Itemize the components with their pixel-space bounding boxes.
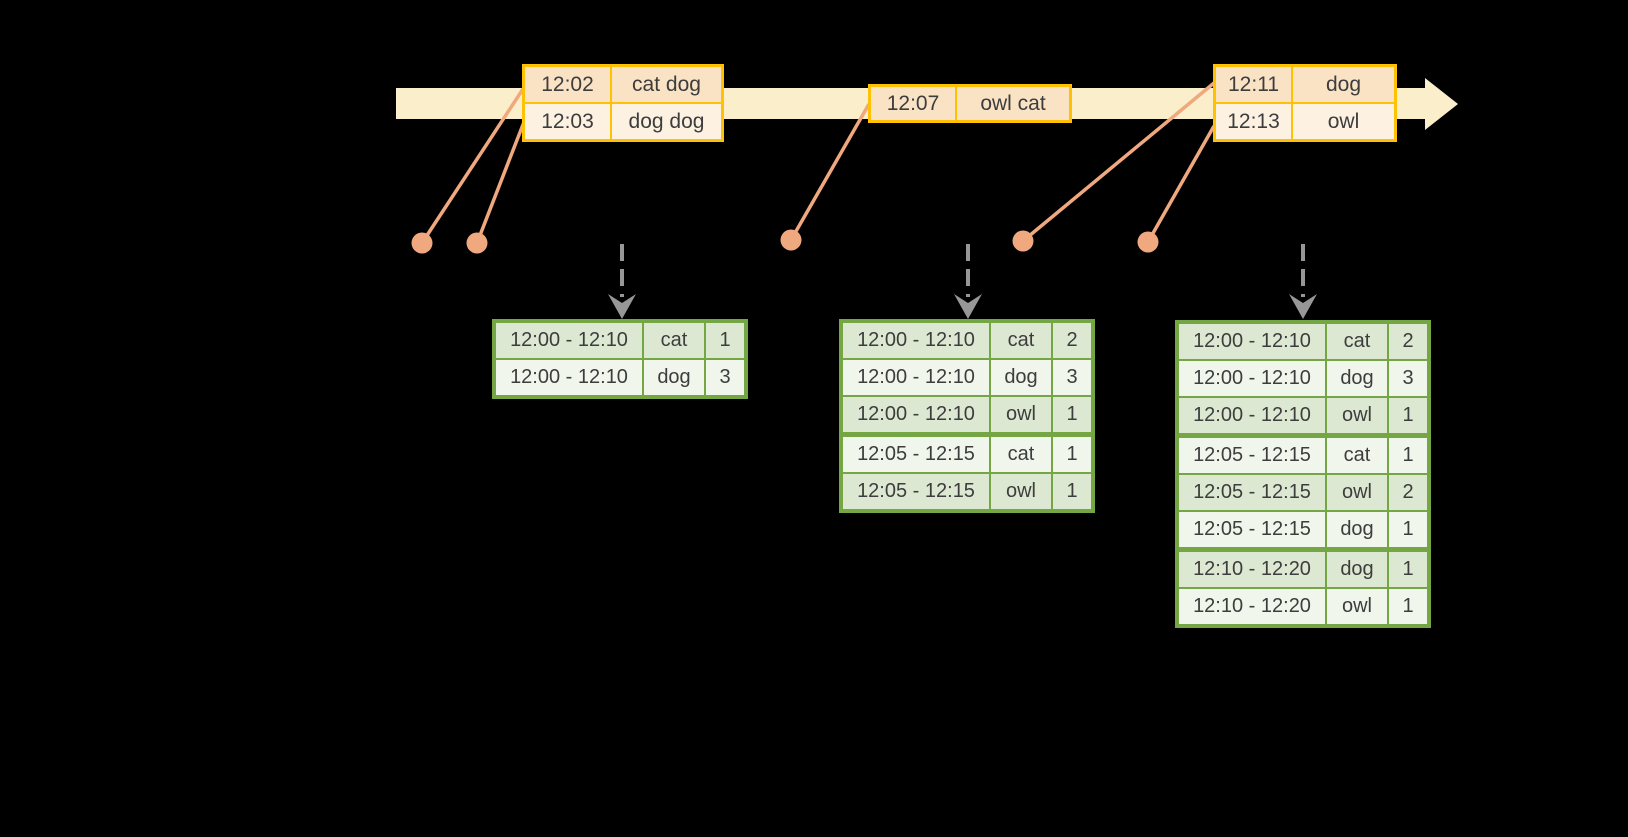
window-cell: 12:00 - 12:10 <box>496 360 642 395</box>
window-cell: 12:05 - 12:15 <box>1179 475 1325 510</box>
window-cell: 12:05 - 12:15 <box>843 474 989 509</box>
trigger-arrow-icon <box>1289 244 1317 319</box>
event-dot-icon <box>411 232 433 254</box>
event-words-cell: dog <box>1293 67 1394 102</box>
result-row: 12:05 - 12:15 owl 2 <box>1179 475 1427 510</box>
trigger-arrow-icon <box>608 244 636 319</box>
window-cell: 12:10 - 12:20 <box>1179 589 1325 624</box>
event-row: 12:13 owl <box>1216 104 1394 139</box>
event-connector-line <box>420 88 525 244</box>
event-dot-icon <box>466 232 488 254</box>
word-cell: owl <box>1327 475 1387 510</box>
result-table-1: 12:00 - 12:10 cat 1 12:00 - 12:10 dog 3 <box>492 319 748 399</box>
count-cell: 3 <box>706 360 744 395</box>
event-time-cell: 12:03 <box>525 104 610 139</box>
word-cell: cat <box>991 437 1051 472</box>
count-cell: 1 <box>1389 398 1427 433</box>
result-row: 12:05 - 12:15 cat 1 <box>1179 438 1427 473</box>
result-row: 12:00 - 12:10 dog 3 <box>843 360 1091 395</box>
result-row: 12:10 - 12:20 dog 1 <box>1179 552 1427 587</box>
result-row: 12:00 - 12:10 owl 1 <box>1179 398 1427 433</box>
timeline-arrowhead-icon <box>1425 78 1458 130</box>
event-time-cell: 12:11 <box>1216 67 1291 102</box>
event-dot-icon <box>1137 231 1159 253</box>
result-row: 12:05 - 12:15 cat 1 <box>843 437 1091 472</box>
result-row: 12:05 - 12:15 dog 1 <box>1179 512 1427 547</box>
event-row: 12:11 dog <box>1216 67 1394 102</box>
result-row: 12:00 - 12:10 owl 1 <box>843 397 1091 432</box>
event-words-cell: cat dog <box>612 67 721 102</box>
event-connector-line <box>789 103 871 241</box>
count-cell: 2 <box>1389 475 1427 510</box>
window-cell: 12:00 - 12:10 <box>496 323 642 358</box>
result-row: 12:00 - 12:10 cat 1 <box>496 323 744 358</box>
window-cell: 12:05 - 12:15 <box>1179 512 1325 547</box>
result-table-2: 12:00 - 12:10 cat 2 12:00 - 12:10 dog 3 … <box>839 319 1095 513</box>
event-time-cell: 12:13 <box>1216 104 1291 139</box>
event-time-cell: 12:02 <box>525 67 610 102</box>
result-row: 12:00 - 12:10 dog 3 <box>496 360 744 395</box>
count-cell: 1 <box>1389 552 1427 587</box>
event-dot-icon <box>780 229 802 251</box>
word-cell: dog <box>991 360 1051 395</box>
word-cell: owl <box>991 474 1051 509</box>
window-cell: 12:00 - 12:10 <box>1179 324 1325 359</box>
event-words-cell: dog dog <box>612 104 721 139</box>
count-cell: 2 <box>1389 324 1427 359</box>
event-words-cell: owl <box>1293 104 1394 139</box>
word-cell: cat <box>1327 438 1387 473</box>
event-connector-line <box>1146 125 1216 243</box>
event-connector-line <box>475 121 526 244</box>
event-connector-lines <box>420 81 1216 244</box>
event-time-cell: 12:07 <box>871 87 955 120</box>
count-cell: 1 <box>1389 589 1427 624</box>
word-cell: owl <box>1327 398 1387 433</box>
window-cell: 12:00 - 12:10 <box>1179 361 1325 396</box>
word-cell: owl <box>991 397 1051 432</box>
word-cell: dog <box>1327 512 1387 547</box>
window-cell: 12:10 - 12:20 <box>1179 552 1325 587</box>
word-cell: cat <box>1327 324 1387 359</box>
window-cell: 12:00 - 12:10 <box>843 323 989 358</box>
window-cell: 12:00 - 12:10 <box>843 397 989 432</box>
result-row: 12:00 - 12:10 dog 3 <box>1179 361 1427 396</box>
count-cell: 3 <box>1053 360 1091 395</box>
word-cell: dog <box>1327 361 1387 396</box>
result-row: 12:00 - 12:10 cat 2 <box>843 323 1091 358</box>
count-cell: 1 <box>1053 397 1091 432</box>
word-cell: cat <box>991 323 1051 358</box>
result-table-3: 12:00 - 12:10 cat 2 12:00 - 12:10 dog 3 … <box>1175 320 1431 628</box>
event-row: 12:07 owl cat <box>871 87 1069 120</box>
window-cell: 12:00 - 12:10 <box>1179 398 1325 433</box>
event-dots <box>411 229 1159 254</box>
result-row: 12:05 - 12:15 owl 1 <box>843 474 1091 509</box>
word-cell: dog <box>644 360 704 395</box>
count-cell: 1 <box>706 323 744 358</box>
count-cell: 3 <box>1389 361 1427 396</box>
count-cell: 2 <box>1053 323 1091 358</box>
event-row: 12:02 cat dog <box>525 67 721 102</box>
event-table-1: 12:02 cat dog 12:03 dog dog <box>522 64 724 142</box>
window-cell: 12:00 - 12:10 <box>843 360 989 395</box>
count-cell: 1 <box>1389 438 1427 473</box>
event-row: 12:03 dog dog <box>525 104 721 139</box>
result-row: 12:10 - 12:20 owl 1 <box>1179 589 1427 624</box>
event-dot-icon <box>1012 230 1034 252</box>
result-row: 12:00 - 12:10 cat 2 <box>1179 324 1427 359</box>
event-connector-line <box>1021 81 1216 243</box>
event-table-3: 12:11 dog 12:13 owl <box>1213 64 1397 142</box>
window-cell: 12:05 - 12:15 <box>1179 438 1325 473</box>
count-cell: 1 <box>1053 437 1091 472</box>
event-words-cell: owl cat <box>957 87 1069 120</box>
window-cell: 12:05 - 12:15 <box>843 437 989 472</box>
trigger-arrows <box>608 244 1317 319</box>
word-cell: owl <box>1327 589 1387 624</box>
event-table-2: 12:07 owl cat <box>868 84 1072 123</box>
word-cell: cat <box>644 323 704 358</box>
count-cell: 1 <box>1389 512 1427 547</box>
word-cell: dog <box>1327 552 1387 587</box>
trigger-arrow-icon <box>954 244 982 319</box>
count-cell: 1 <box>1053 474 1091 509</box>
